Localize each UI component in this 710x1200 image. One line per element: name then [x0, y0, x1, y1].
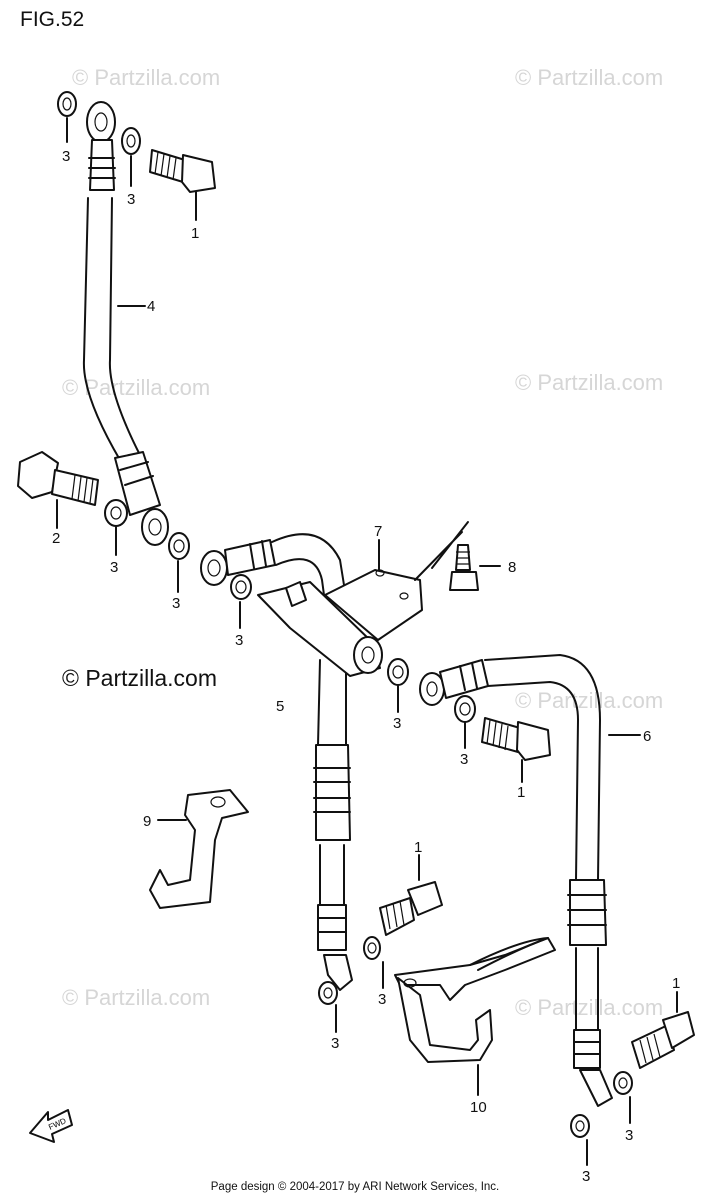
callout-bolt-top: 1: [191, 225, 199, 242]
callout-washer-top-right: 3: [127, 191, 135, 208]
joint-bolt: [414, 521, 501, 591]
callout-washer-right: 3: [460, 751, 468, 768]
watermark: © Partzilla.com: [515, 995, 664, 1020]
callout-hose-left: 5: [276, 698, 284, 715]
callout-washer-bottom-right: 3: [625, 1127, 633, 1144]
callout-bolt-mid-right: 1: [517, 784, 525, 801]
upper-brake-hose: [57, 91, 169, 546]
washer-right: [454, 695, 476, 749]
copyright-label: © Partzilla.com: [62, 665, 217, 691]
bolt-left: [17, 451, 99, 529]
clamp-bottom: [394, 937, 556, 1096]
watermark: © Partzilla.com: [515, 688, 664, 713]
callout-joint: 7: [374, 523, 382, 540]
watermark: © Partzilla.com: [72, 65, 221, 90]
page-footer: Page design © 2004-2017 by ARI Network S…: [210, 1181, 500, 1193]
washer-left-b: [168, 532, 190, 593]
callout-hose-right: 6: [643, 728, 651, 745]
washer-left-a: [104, 499, 128, 556]
callout-bolt-left: 2: [52, 530, 60, 547]
callout-washer-left-a: 3: [110, 559, 118, 576]
callout-bolt-bottom-right: 1: [672, 975, 680, 992]
figure-label: FIG.52: [20, 8, 85, 31]
callout-washer-bottom: 3: [582, 1168, 590, 1185]
callout-joint-bolt: 8: [508, 559, 516, 576]
callout-bolt-center: 1: [414, 839, 422, 856]
watermark: © Partzilla.com: [515, 65, 664, 90]
washer-top-right: [121, 127, 141, 187]
washer-mid: [387, 658, 409, 713]
callout-washer-center-low: 3: [378, 991, 386, 1008]
callout-washer-bottom-left: 3: [331, 1035, 339, 1052]
banjo-bolt-center: [379, 854, 443, 936]
hose-joint: [257, 539, 423, 677]
right-brake-hose: [419, 654, 641, 1107]
callout-washer-mid: 3: [393, 715, 401, 732]
banjo-bolt-top: [149, 149, 216, 221]
callout-washer-center: 3: [235, 632, 243, 649]
washer-bottom-left: [318, 981, 338, 1033]
left-brake-hose: [200, 533, 353, 991]
washer-center: [230, 574, 252, 629]
callout-clamp-bottom: 10: [470, 1099, 487, 1116]
callout-clamp-left: 9: [143, 813, 151, 830]
watermark: © Partzilla.com: [62, 985, 211, 1010]
fwd-arrow-icon: FWD: [29, 1109, 73, 1143]
banjo-bolt-bottom-right: [631, 991, 695, 1069]
watermark: © Partzilla.com: [515, 370, 664, 395]
banjo-bolt-mid-right: [481, 717, 551, 783]
callout-washer-left-b: 3: [172, 595, 180, 612]
washer-center-low: [363, 936, 384, 989]
callout-washer-top-left: 3: [62, 148, 70, 165]
callout-hose-upper: 4: [147, 298, 155, 315]
washer-bottom: [570, 1114, 590, 1166]
clamp-left: [149, 789, 249, 909]
washer-bottom-right: [613, 1071, 633, 1124]
